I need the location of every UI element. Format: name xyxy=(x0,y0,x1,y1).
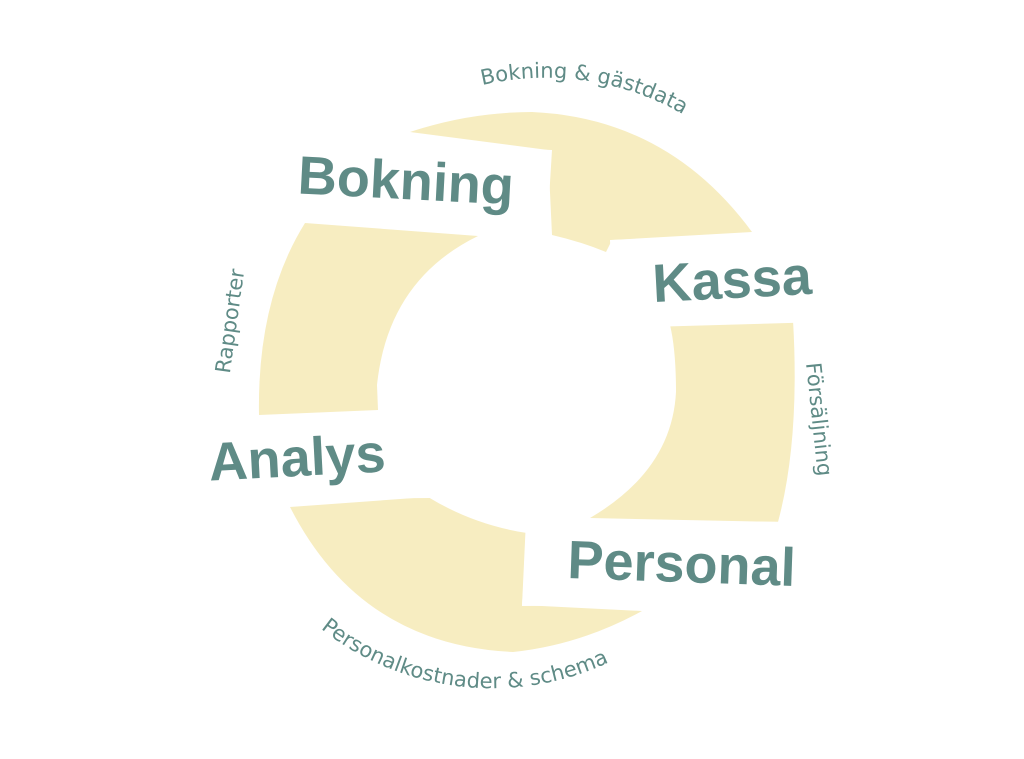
ring-arrows xyxy=(258,112,795,652)
stage-plate-bokning xyxy=(272,140,552,232)
stage-label-personal: Personal xyxy=(567,530,797,598)
ring-arrow-personal-analys xyxy=(290,497,642,652)
stage-label-bokning: Bokning xyxy=(297,145,516,216)
connector-label-forsaljning: Försäljning xyxy=(801,361,837,477)
ring-arrow-kassa-personal xyxy=(590,320,795,522)
ring-arrow-bokning-kassa xyxy=(410,112,752,252)
stage-plate-personal xyxy=(522,520,815,606)
stage-label-kassa: Kassa xyxy=(651,246,814,314)
label-plates xyxy=(190,140,823,606)
stage-plate-analys xyxy=(190,410,431,500)
stage-plate-kassa xyxy=(610,232,823,328)
ring-arrow-analys-bokning xyxy=(258,223,478,415)
connector-label-bokning-gastdata: Bokning & gästdata xyxy=(478,59,692,119)
stage-label-analys: Analys xyxy=(207,423,387,492)
connector-label-rapporter: Rapporter xyxy=(211,267,249,375)
